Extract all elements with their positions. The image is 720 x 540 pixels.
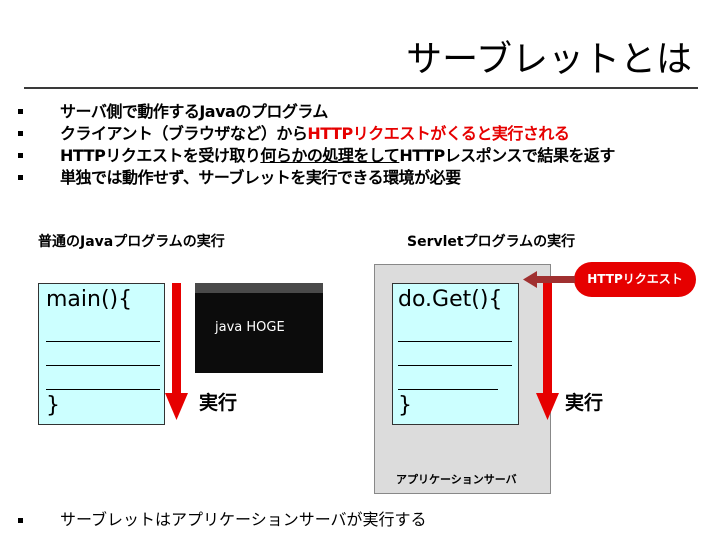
bullet-highlight: HTTPリクエストがくると実行される <box>307 124 570 143</box>
servlet-code-close: } <box>398 393 412 418</box>
java-code-line <box>46 389 160 390</box>
bullet-text-end: HTTPレスポンスで結果を返す <box>399 146 615 165</box>
servlet-exec-arrow-icon <box>536 283 559 420</box>
java-code-line <box>46 365 160 366</box>
java-code-line <box>46 341 160 342</box>
servlet-code-box <box>392 283 519 425</box>
bullet-underlined: 何らかの処理をして <box>260 146 400 165</box>
servlet-caption: Servletプログラムの実行 <box>407 234 576 250</box>
java-code-box <box>38 283 165 425</box>
application-server-label: アプリケーションサーバ <box>396 473 517 486</box>
servlet-code-open: do.Get(){ <box>398 287 503 312</box>
bullet-item: 単独では動作せず、サーブレットを実行できる環境が必要 <box>18 167 615 189</box>
bottom-bullet: サーブレットはアプリケーションサーバが実行する <box>18 506 427 530</box>
console-window: java HOGE <box>195 283 323 373</box>
bullet-item: クライアント（ブラウザなど）からHTTPリクエストがくると実行される <box>18 123 615 145</box>
bullet-text: 単独では動作せず、サーブレットを実行できる環境が必要 <box>60 168 461 187</box>
console-command: java HOGE <box>215 320 285 335</box>
bullet-icon <box>18 109 23 114</box>
http-request-badge: HTTPリクエスト <box>574 262 696 297</box>
bullet-icon <box>18 153 23 158</box>
java-exec-label: 実行 <box>199 392 238 414</box>
java-code-open: main(){ <box>46 287 133 312</box>
servlet-exec-label: 実行 <box>565 392 604 414</box>
console-screen <box>195 293 323 373</box>
bullet-text: サーバ側で動作するJavaのプログラム <box>60 102 328 121</box>
bullet-icon <box>18 131 23 136</box>
servlet-code-line <box>398 389 498 390</box>
servlet-code-line <box>398 341 512 342</box>
title-divider <box>24 87 698 89</box>
bullet-text: HTTPリクエストを受け取り <box>60 146 261 165</box>
bullet-icon <box>18 175 23 180</box>
java-exec-arrow-icon <box>165 283 188 420</box>
http-request-arrow-icon <box>523 271 575 288</box>
bottom-bullet-text: サーブレットはアプリケーションサーバが実行する <box>60 510 427 529</box>
bullet-text: クライアント（ブラウザなど）から <box>60 124 308 143</box>
bullet-icon <box>18 518 23 523</box>
bullet-item: HTTPリクエストを受け取り何らかの処理をしてHTTPレスポンスで結果を返す <box>18 145 615 167</box>
page-title: サーブレットとは <box>406 39 692 80</box>
console-titlebar <box>195 283 323 293</box>
java-code-close: } <box>46 393 60 418</box>
bullet-item: サーバ側で動作するJavaのプログラム <box>18 101 615 123</box>
servlet-code-line <box>398 365 512 366</box>
bullet-list: サーバ側で動作するJavaのプログラム クライアント（ブラウザなど）からHTTP… <box>18 101 615 189</box>
java-caption: 普通のJavaプログラムの実行 <box>38 234 225 250</box>
